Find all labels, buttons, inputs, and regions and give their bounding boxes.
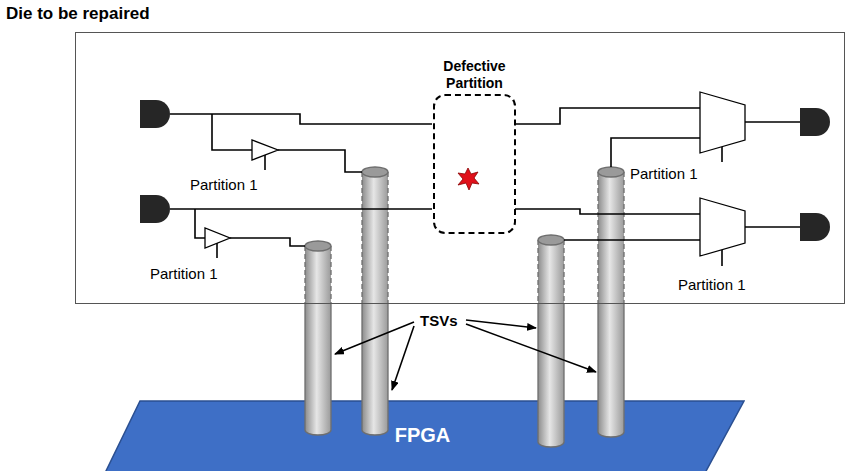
tsv-label: TSVs [420,312,458,330]
partition-heading: Defective Partition [435,58,515,92]
tsv-pointers [335,320,596,390]
defective-partition: Defective Partition [433,94,516,234]
partition-label: Partition 1 [678,276,746,294]
logic-gates [140,92,830,256]
defect-mark [458,168,479,190]
partition-label: Partition 1 [190,176,258,194]
die-title: Die to be repaired [6,4,150,24]
partition-label: Partition 1 [150,265,218,283]
fpga-board: FPGA [105,400,745,471]
fpga-label: FPGA [395,424,451,447]
partition-label: Partition 1 [630,165,698,183]
die-box: Die to be repairedDefective Partition [75,32,845,304]
